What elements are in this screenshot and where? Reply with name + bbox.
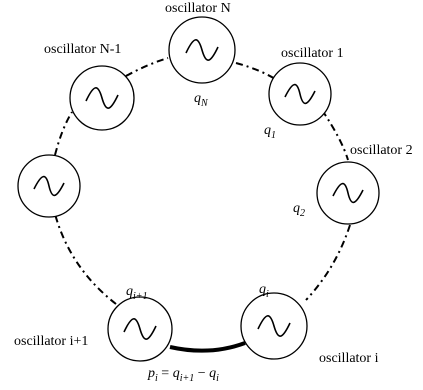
coupling-link [169, 341, 246, 353]
sine-wave-icon [257, 315, 291, 337]
oscillator-i-node [240, 292, 308, 360]
connector-Nminus1-upper [54, 111, 73, 156]
oscillator-1-node [268, 62, 332, 126]
label-oscillator-i-plus-1: oscillator i+1 [14, 334, 89, 349]
oscillator-N-node [168, 16, 236, 84]
sine-wave-icon [33, 175, 65, 197]
label-oscillator-2: oscillator 2 [350, 143, 413, 158]
label-oscillator-N: oscillator N [165, 1, 231, 16]
sine-wave-icon [123, 318, 157, 340]
variable-qi: qi [259, 282, 269, 300]
oscillator-i-plus-1-node [107, 296, 173, 362]
variable-qi-plus-1: qi+1 [126, 284, 148, 302]
variable-qN: qN [194, 91, 208, 109]
label-oscillator-1: oscillator 1 [281, 46, 344, 61]
connector-2-to-i [305, 224, 351, 301]
connector-Nminus1-to-N [125, 57, 169, 77]
oscillator-node-unlabeled [17, 154, 81, 218]
oscillator-2-node [316, 161, 380, 225]
sine-wave-icon [185, 39, 219, 61]
connector-N-to-1 [235, 62, 281, 83]
sine-wave-icon [85, 87, 119, 109]
connector-iplus1-to-Nminus1-lower [54, 213, 117, 305]
label-oscillator-i: oscillator i [319, 351, 379, 366]
variable-q1: q1 [264, 123, 276, 141]
connector-1-to-2 [321, 109, 349, 161]
variable-q2: q2 [293, 201, 305, 219]
oscillator-N-minus-1-node [69, 65, 135, 131]
sine-wave-icon [332, 182, 364, 204]
label-oscillator-N-1: oscillator N-1 [44, 42, 122, 57]
coupling-equation: pi = qi+1 − qi [148, 366, 219, 384]
sine-wave-icon [284, 83, 316, 105]
